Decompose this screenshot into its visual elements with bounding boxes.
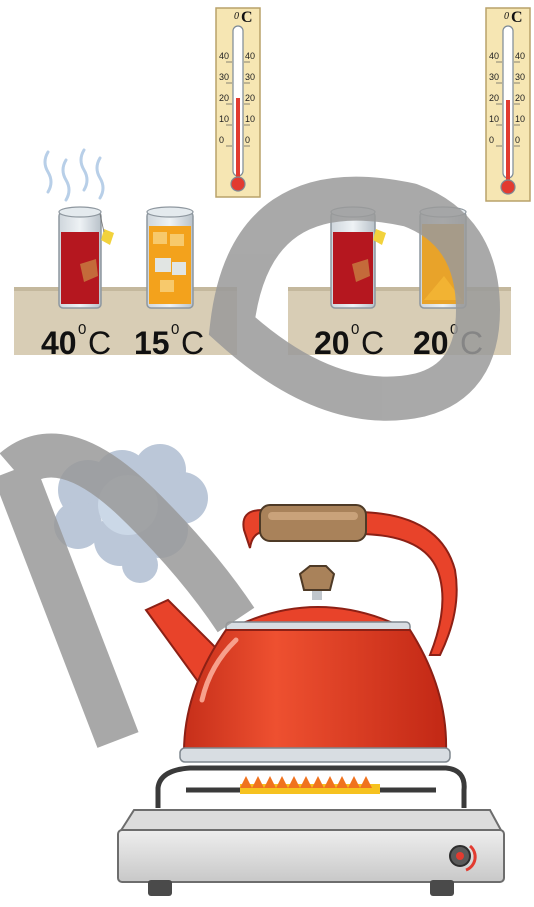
label-a-sup: 0	[351, 321, 359, 338]
label-hot-sup: 0	[78, 321, 86, 338]
thermometer-right-tick-label: 0	[489, 135, 494, 145]
kettle-lid	[226, 566, 410, 632]
thermometer-right-tick-label: 30	[515, 72, 525, 82]
thermometer-left-tick-label: 10	[219, 114, 229, 124]
steam	[45, 150, 103, 200]
stove	[118, 810, 504, 896]
label-hot-unit: C	[88, 325, 111, 361]
svg-text:0: 0	[234, 11, 239, 22]
label-cold-value: 15	[134, 325, 170, 361]
flame	[240, 776, 380, 794]
thermometer-left-tick-label: 30	[245, 72, 255, 82]
thermometer-right-tick-label: 40	[515, 51, 525, 61]
thermometer-right-tick-label: 20	[515, 93, 525, 103]
label-hot-value: 40	[41, 325, 77, 361]
label-cold-sup: 0	[171, 321, 179, 338]
label-b-value: 20	[413, 325, 449, 361]
thermometer-right-tick-label: 0	[515, 135, 520, 145]
svg-text:0: 0	[504, 11, 509, 22]
glass-cold-juice	[147, 207, 193, 308]
thermometer-left-tick-label: 0	[219, 135, 224, 145]
svg-text:C: C	[241, 9, 253, 26]
thermometer-left-tick-label: 20	[245, 93, 255, 103]
thermometer-right-tick-label: 10	[515, 114, 525, 124]
thermometer-left-tick-label: 20	[219, 93, 229, 103]
thermometer-right-tick-label: 10	[489, 114, 499, 124]
label-cold-unit: C	[181, 325, 204, 361]
thermometer-right: 0 C 40 40 30 30 20 20 10 10 0 0	[486, 8, 530, 201]
thermometer-left-tick-label: 10	[245, 114, 255, 124]
thermometer-left: 0 C 40 40 30 30 20 20 10 10 0 0	[216, 8, 260, 197]
thermometer-right-tick-label: 20	[489, 93, 499, 103]
thermometer-left-tick-label: 30	[219, 72, 229, 82]
thermometer-left-tick-label: 40	[219, 51, 229, 61]
thermometer-left-tick-label: 0	[245, 135, 250, 145]
thermometer-right-tick-label: 30	[489, 72, 499, 82]
svg-text:C: C	[511, 9, 523, 26]
label-a-unit: C	[361, 325, 384, 361]
thermometer-left-tick-label: 40	[245, 51, 255, 61]
thermometer-right-tick-label: 40	[489, 51, 499, 61]
kettle-body	[184, 630, 446, 752]
label-a-value: 20	[314, 325, 350, 361]
